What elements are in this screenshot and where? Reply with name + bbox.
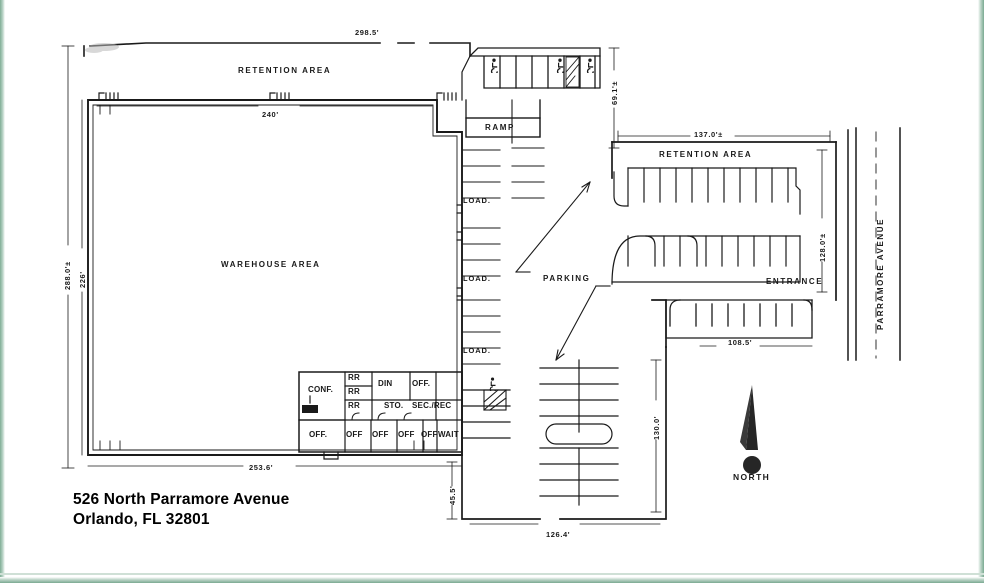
entry-door-symbol <box>323 451 339 460</box>
room-storage: STO. <box>384 401 404 410</box>
label-parking: PARKING <box>543 274 591 283</box>
wheelchair-icon <box>584 58 597 78</box>
room-office-1: OFF <box>346 430 363 439</box>
wheelchair-icon <box>487 377 499 396</box>
dim-east-parcel-depth: 128.0'± <box>818 233 827 262</box>
label-parramore-avenue: PARRAMORE AVENUE <box>876 217 885 330</box>
north-property-line <box>83 42 471 57</box>
office-partitions <box>298 371 463 453</box>
address-caption: 526 North Parramore Avenue Orlando, FL 3… <box>73 490 289 531</box>
address-line-2: Orlando, FL 32801 <box>73 511 210 529</box>
room-waiting: WAIT <box>438 430 459 439</box>
access-aisle-hatch <box>565 56 580 88</box>
label-retention-area-north: RETENTION AREA <box>238 66 332 75</box>
dim-west-property-line: 288.0'± <box>63 261 72 290</box>
room-office-4: OFF <box>421 430 438 439</box>
north-parking-bay <box>461 47 601 101</box>
dim-130-line <box>650 359 662 513</box>
parking-leader-arrows <box>515 181 611 361</box>
room-security-reception: SEC./REC <box>412 401 452 410</box>
wheelchair-icon <box>488 58 501 78</box>
dock-door-symbols <box>456 204 463 301</box>
wheelchair-icon <box>554 58 567 78</box>
dim-warehouse-west-wall: 226' <box>78 271 87 288</box>
address-line-1: 526 North Parramore Avenue <box>73 491 290 508</box>
dim-east-property-line: 130.0' <box>652 415 661 440</box>
accessible-stall-office <box>483 389 507 411</box>
dim-137-line <box>617 130 831 142</box>
entrance-drive <box>665 299 813 339</box>
scan-smudge <box>85 43 119 53</box>
scan-edge-bottom <box>0 577 984 583</box>
east-parking-lower <box>611 235 801 285</box>
compass-label: NORTH <box>733 472 771 482</box>
warehouse-building <box>87 99 463 456</box>
scan-edge-bottom-inner <box>0 573 984 575</box>
label-retention-area-east: RETENTION AREA <box>659 150 753 159</box>
east-parcel-boundary <box>611 141 837 301</box>
scan-edge-right <box>978 0 984 583</box>
north-arrow <box>740 385 761 474</box>
label-loading-dock-2: LOAD. <box>463 274 491 283</box>
dim-south-drive-width: 45.5' <box>448 485 457 505</box>
center-drive-stalls <box>511 99 545 199</box>
room-office-lower: OFF. <box>309 430 328 439</box>
room-office-3: OFF <box>398 430 415 439</box>
dim-north-property-line: 298.5' <box>355 28 380 37</box>
label-loading-dock-3: LOAD. <box>463 346 491 355</box>
dim-north-east-offset: 69.1'± <box>610 80 619 105</box>
south-parking-field <box>461 359 619 506</box>
dim-east-parcel-north: 137.0'± <box>694 130 723 139</box>
room-restroom-1: RR <box>348 373 360 382</box>
stair-symbol <box>302 405 318 413</box>
room-dining: DIN <box>378 379 393 388</box>
room-conference: CONF. <box>308 385 333 394</box>
label-warehouse-area: WAREHOUSE AREA <box>221 260 321 269</box>
dim-entrance-drive: 108.5' <box>728 338 753 347</box>
office-block <box>298 371 463 453</box>
label-entrance: ENTRANCE <box>766 277 824 286</box>
parramore-avenue-row <box>847 127 901 361</box>
loading-dock-stripes <box>461 149 501 365</box>
dim-warehouse-south-wall: 253.6' <box>249 463 274 472</box>
label-ramp: RAMP <box>485 123 515 132</box>
dim-128-line <box>816 149 828 293</box>
room-restroom-2: RR <box>348 387 360 396</box>
dim-west-lines <box>61 45 83 469</box>
east-parking-upper <box>613 167 801 215</box>
drive-aisle-edges <box>465 99 541 119</box>
room-office-2: OFF <box>372 430 389 439</box>
roof-drain-symbols <box>98 92 457 101</box>
dim-warehouse-north-wall: 240' <box>262 110 279 119</box>
room-office-top: OFF. <box>412 379 431 388</box>
label-loading-dock-1: LOAD. <box>463 196 491 205</box>
warehouse-column-ticks <box>99 104 425 451</box>
warehouse-inner-wall <box>92 104 458 451</box>
dim-455-line <box>446 461 458 520</box>
room-restroom-3: RR <box>348 401 360 410</box>
dim-south-property-line: 126.4' <box>546 530 571 539</box>
scan-edge-left <box>0 0 5 583</box>
